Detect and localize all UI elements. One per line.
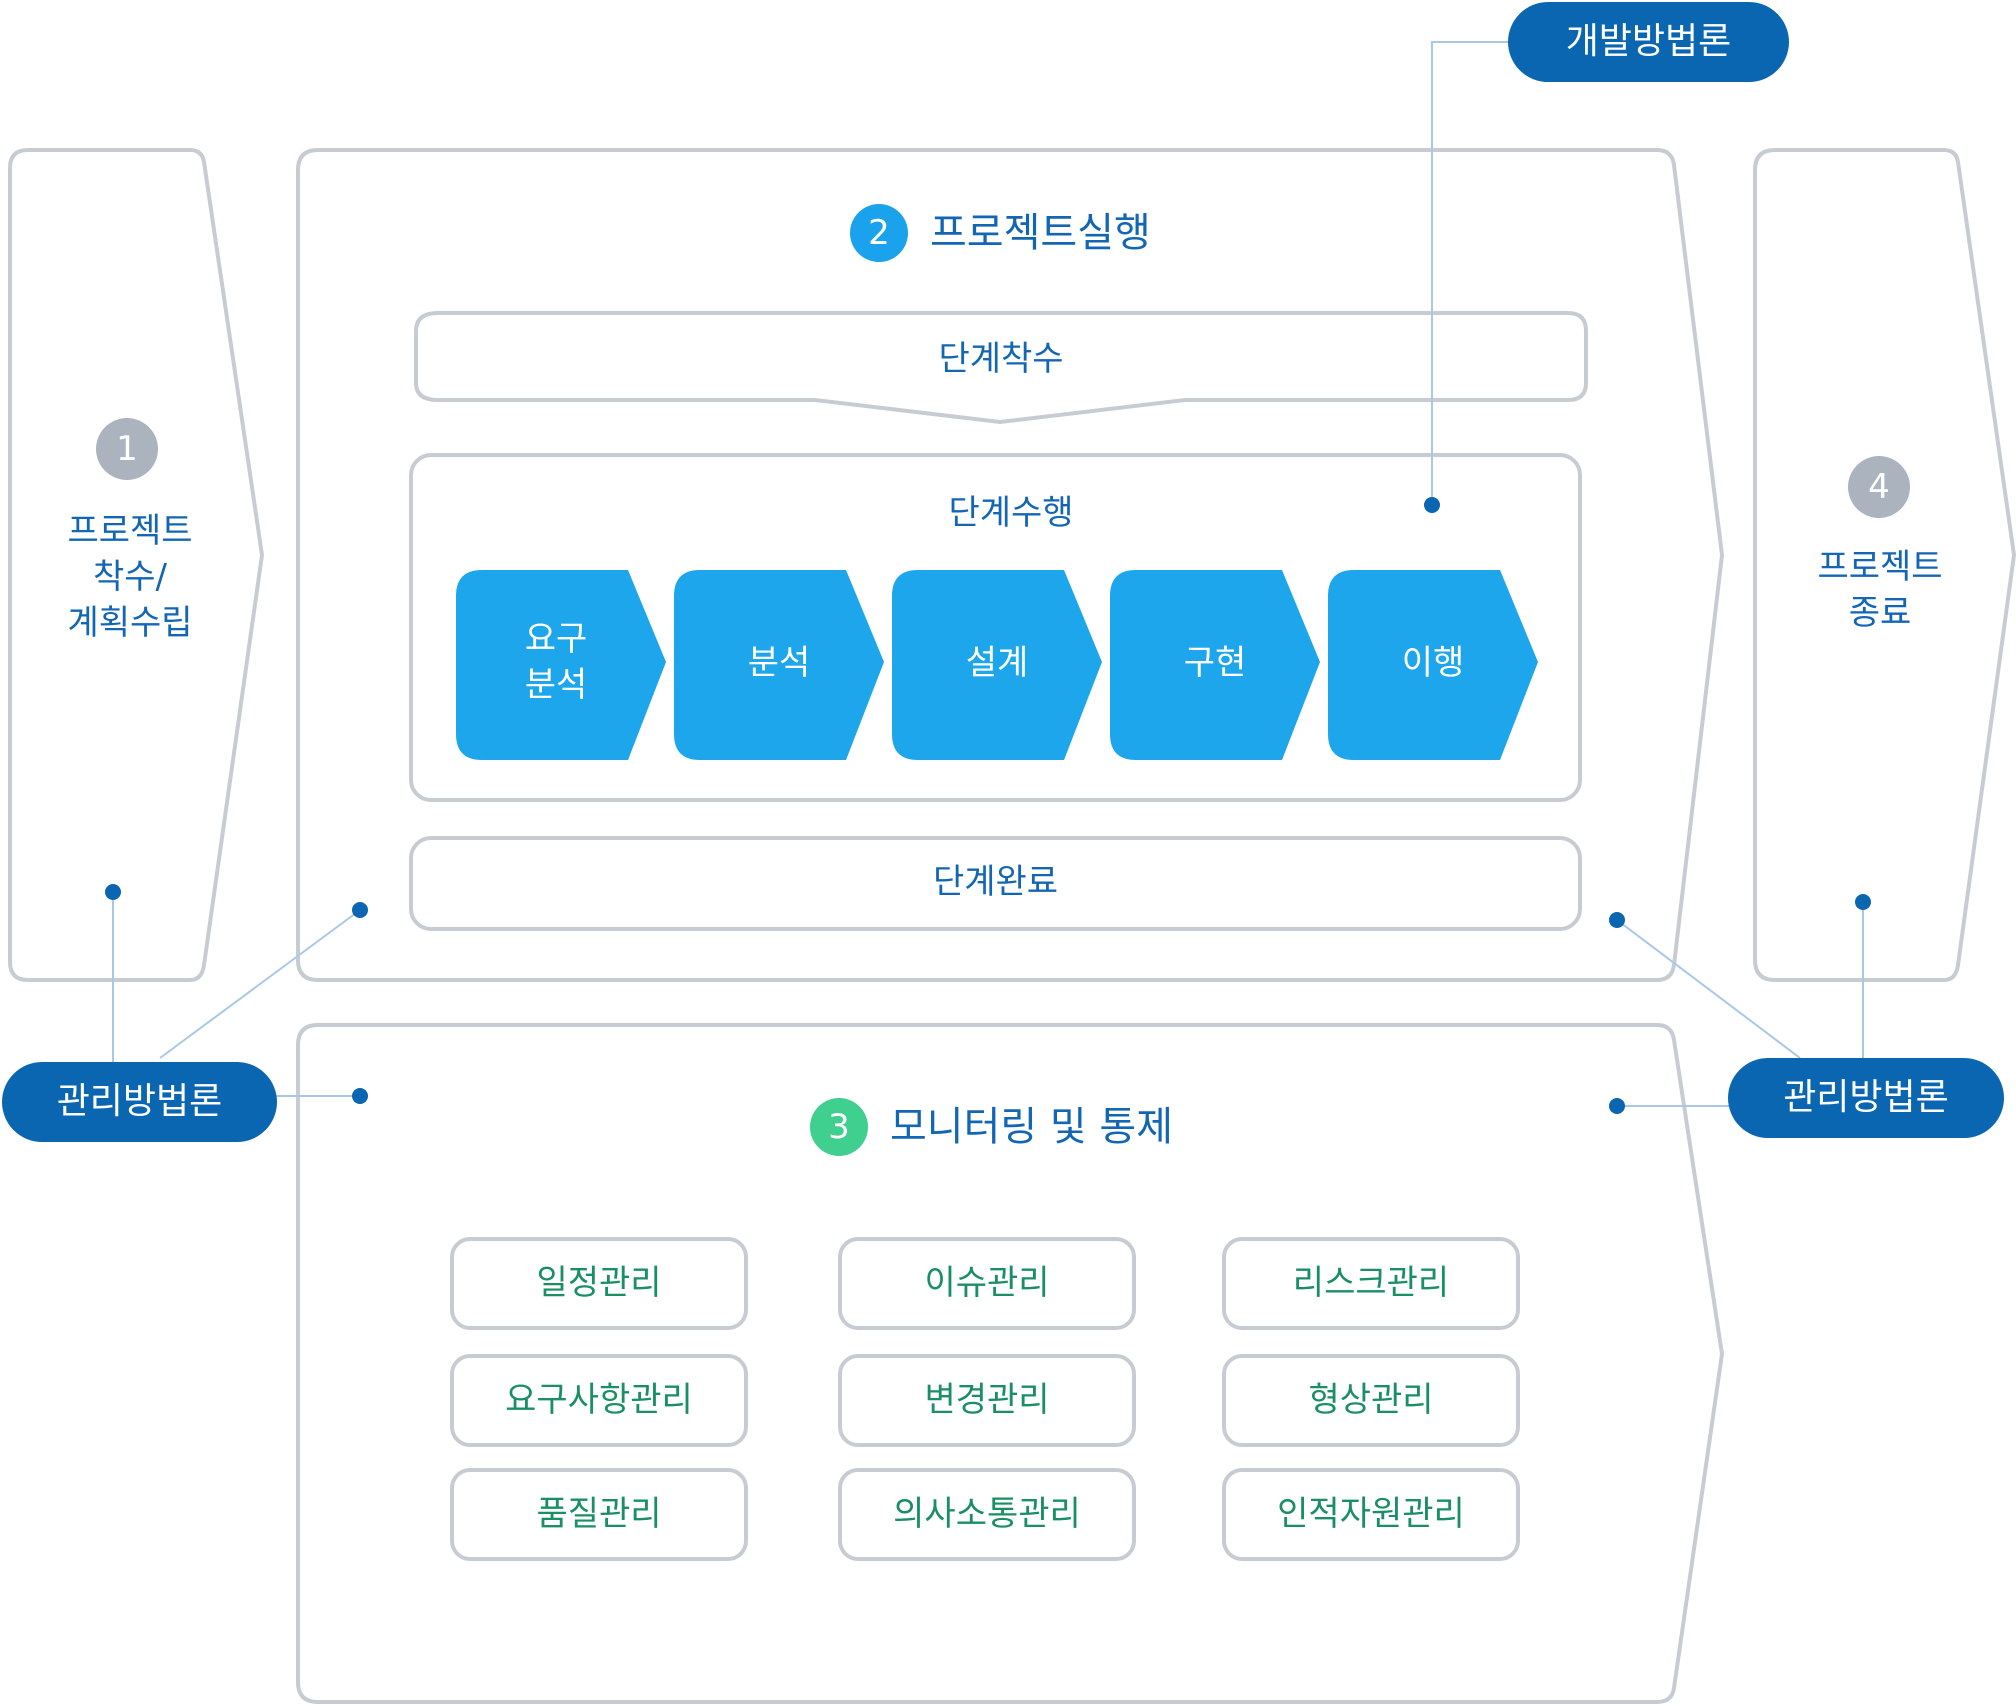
- connector-lines: [112, 41, 1864, 1107]
- phase3-title: 3 모니터링 및 통제: [810, 1098, 1173, 1156]
- left-pill-to-phase2: [159, 909, 361, 1059]
- dev-methodology-pill: 개발방법론: [1565, 21, 1732, 62]
- phase1-label-line: 프로젝트: [67, 511, 193, 551]
- step-requirements-label: 요구 분석: [456, 616, 656, 708]
- step5-chevron: [1328, 570, 1538, 760]
- step-analysis-label: 분석: [747, 643, 811, 683]
- phase1-label: 프로젝트 착수/ 계획수립: [20, 508, 240, 646]
- stage-perform-label: 단계수행: [948, 493, 1074, 533]
- phase3-number-badge: 3: [810, 1098, 868, 1156]
- connector-dots: [105, 497, 1871, 1114]
- step-transition-label: 이행: [1401, 643, 1465, 683]
- phase4-number-badge: 4: [1848, 456, 1910, 518]
- monitoring-item: 일정관리: [536, 1263, 662, 1303]
- monitoring-item: 이슈관리: [924, 1263, 1050, 1303]
- phase4-label: 프로젝트 종료: [1770, 544, 1990, 636]
- monitoring-item: 인적자원관리: [1277, 1494, 1465, 1534]
- step-design-label: 설계: [965, 643, 1029, 683]
- monitoring-item: 리스크관리: [1292, 1263, 1450, 1303]
- monitoring-item: 요구사항관리: [505, 1380, 693, 1420]
- phase3-arrow-outline: [296, 1023, 1725, 1704]
- top-pill-shape: [1508, 2, 1789, 82]
- phase1-label-line: 착수/: [92, 557, 167, 597]
- stage-start-label: 단계착수: [938, 339, 1064, 379]
- phase2-number-badge: 2: [850, 204, 908, 262]
- step3-chevron: [892, 570, 1102, 760]
- step1-chevron: [456, 570, 666, 760]
- phase4-label-line: 종료: [1848, 593, 1912, 633]
- stage-start-box-outline: [414, 311, 1588, 425]
- monitoring-item-outlines: [450, 1237, 1520, 1561]
- phase2-title: 2 프로젝트실행: [850, 204, 1151, 262]
- stage-complete-box-outline: [409, 836, 1582, 931]
- right-pill-shape: [1728, 1058, 2004, 1138]
- management-methodology-pill-left: 관리방법론: [56, 1081, 223, 1122]
- step-implementation-label: 구현: [1183, 643, 1247, 683]
- monitoring-item: 변경관리: [924, 1380, 1050, 1420]
- monitoring-item: 형상관리: [1308, 1380, 1434, 1420]
- right-pill-to-phase2: [1616, 919, 1801, 1059]
- process-step-shapes: [456, 570, 1538, 760]
- phase1-number-badge: 1: [96, 418, 158, 480]
- monitoring-item: 품질관리: [536, 1494, 662, 1534]
- step2-chevron: [674, 570, 884, 760]
- phase1-arrow-outline: [8, 148, 265, 982]
- step-label-line: 분석: [524, 665, 588, 705]
- stage-perform-box-outline: [409, 453, 1582, 802]
- management-methodology-pill-right: 관리방법론: [1783, 1077, 1949, 1118]
- monitoring-item: 의사소통관리: [893, 1494, 1081, 1534]
- phase2-arrow-outline: [296, 148, 1725, 982]
- phase2-title-text: 프로젝트실행: [930, 210, 1151, 256]
- step4-chevron: [1110, 570, 1320, 760]
- phase3-title-text: 모니터링 및 통제: [890, 1104, 1174, 1150]
- step-label-line: 요구: [524, 619, 588, 659]
- phase4-arrow-outline: [1753, 148, 2016, 982]
- stage-complete-label: 단계완료: [932, 862, 1059, 902]
- phase4-label-line: 프로젝트: [1817, 547, 1943, 587]
- left-pill-shape: [2, 1062, 277, 1142]
- phase1-label-line: 계획수립: [67, 603, 193, 643]
- dev-methodology-connector: [1431, 41, 1510, 505]
